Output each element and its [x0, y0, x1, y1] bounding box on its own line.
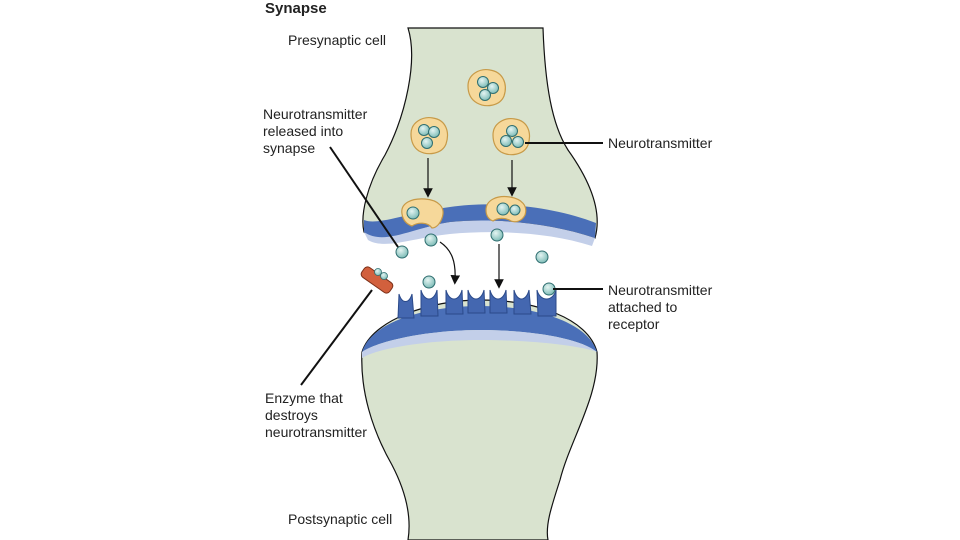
receptor — [513, 289, 532, 315]
attached-label: Neurotransmitter attached to receptor — [608, 282, 712, 333]
arrows — [423, 158, 517, 289]
attached-label-line: receptor — [608, 316, 660, 332]
release-path-arrow — [439, 241, 461, 285]
neurotransmitter-molecule — [506, 125, 518, 137]
neurotransmitter-molecule — [509, 204, 521, 216]
presynaptic-membrane-shade — [364, 220, 595, 246]
neurotransmitter-molecule — [422, 275, 436, 289]
neurotransmitter-molecule — [418, 124, 430, 136]
neurotransmitter-label: Neurotransmitter — [608, 135, 713, 151]
released-label-line: synapse — [263, 140, 316, 156]
postsynaptic-cell-label: Postsynaptic cell — [288, 511, 393, 527]
receptor — [489, 289, 508, 314]
enzyme — [360, 266, 394, 294]
enzyme-label-line: neurotransmitter — [265, 424, 367, 440]
enzyme-bound-molecule — [374, 268, 382, 276]
receptor — [397, 293, 415, 319]
presynaptic-terminal — [362, 27, 598, 246]
neurotransmitter-molecule — [477, 76, 489, 88]
vesicle-fusing — [401, 198, 444, 229]
released-leader-line — [329, 146, 399, 248]
neurotransmitter-molecule — [487, 82, 499, 94]
neurotransmitter-molecule — [490, 228, 504, 242]
postsynaptic-cell — [361, 299, 598, 540]
postsynaptic-membrane-shade — [362, 330, 597, 358]
vesicle — [467, 69, 506, 107]
enzyme-bound-molecule — [380, 272, 388, 280]
neurotransmitter-molecule — [535, 250, 549, 264]
neurotransmitter-molecule — [500, 135, 512, 147]
receptor — [467, 289, 486, 314]
released-label-line: Neurotransmitter — [263, 106, 368, 122]
neurotransmitter-molecule — [479, 89, 491, 101]
receptors — [397, 289, 557, 319]
enzyme-label-line: Enzyme that — [265, 390, 343, 406]
neurotransmitter-molecules — [395, 76, 556, 296]
attached-label-line: Neurotransmitter — [608, 282, 713, 298]
released-label: Neurotransmitter released into synapse — [263, 106, 367, 157]
postsynaptic-membrane — [362, 306, 597, 352]
neurotransmitter-molecule — [406, 206, 420, 220]
neurotransmitter-molecule — [395, 245, 409, 259]
enzyme-label-line: destroys — [265, 407, 318, 423]
neurotransmitter-molecule — [421, 137, 433, 149]
receptor — [420, 289, 439, 317]
diagram-title: Synapse — [265, 0, 327, 17]
neurotransmitter-molecule — [512, 136, 524, 148]
enzyme-label: Enzyme that destroys neurotransmitter — [265, 390, 367, 441]
enzyme-leader-line — [300, 289, 373, 386]
receptor — [445, 289, 464, 315]
leader-lines — [300, 142, 603, 386]
neurotransmitter-molecule — [424, 233, 438, 247]
receptor — [536, 289, 557, 317]
neurotransmitter-molecule — [496, 202, 510, 216]
released-label-line: released into — [263, 123, 344, 139]
attached-label-line: attached to — [608, 299, 678, 315]
neurotransmitter-molecule — [428, 126, 440, 138]
presynaptic-cell-label: Presynaptic cell — [288, 32, 387, 48]
